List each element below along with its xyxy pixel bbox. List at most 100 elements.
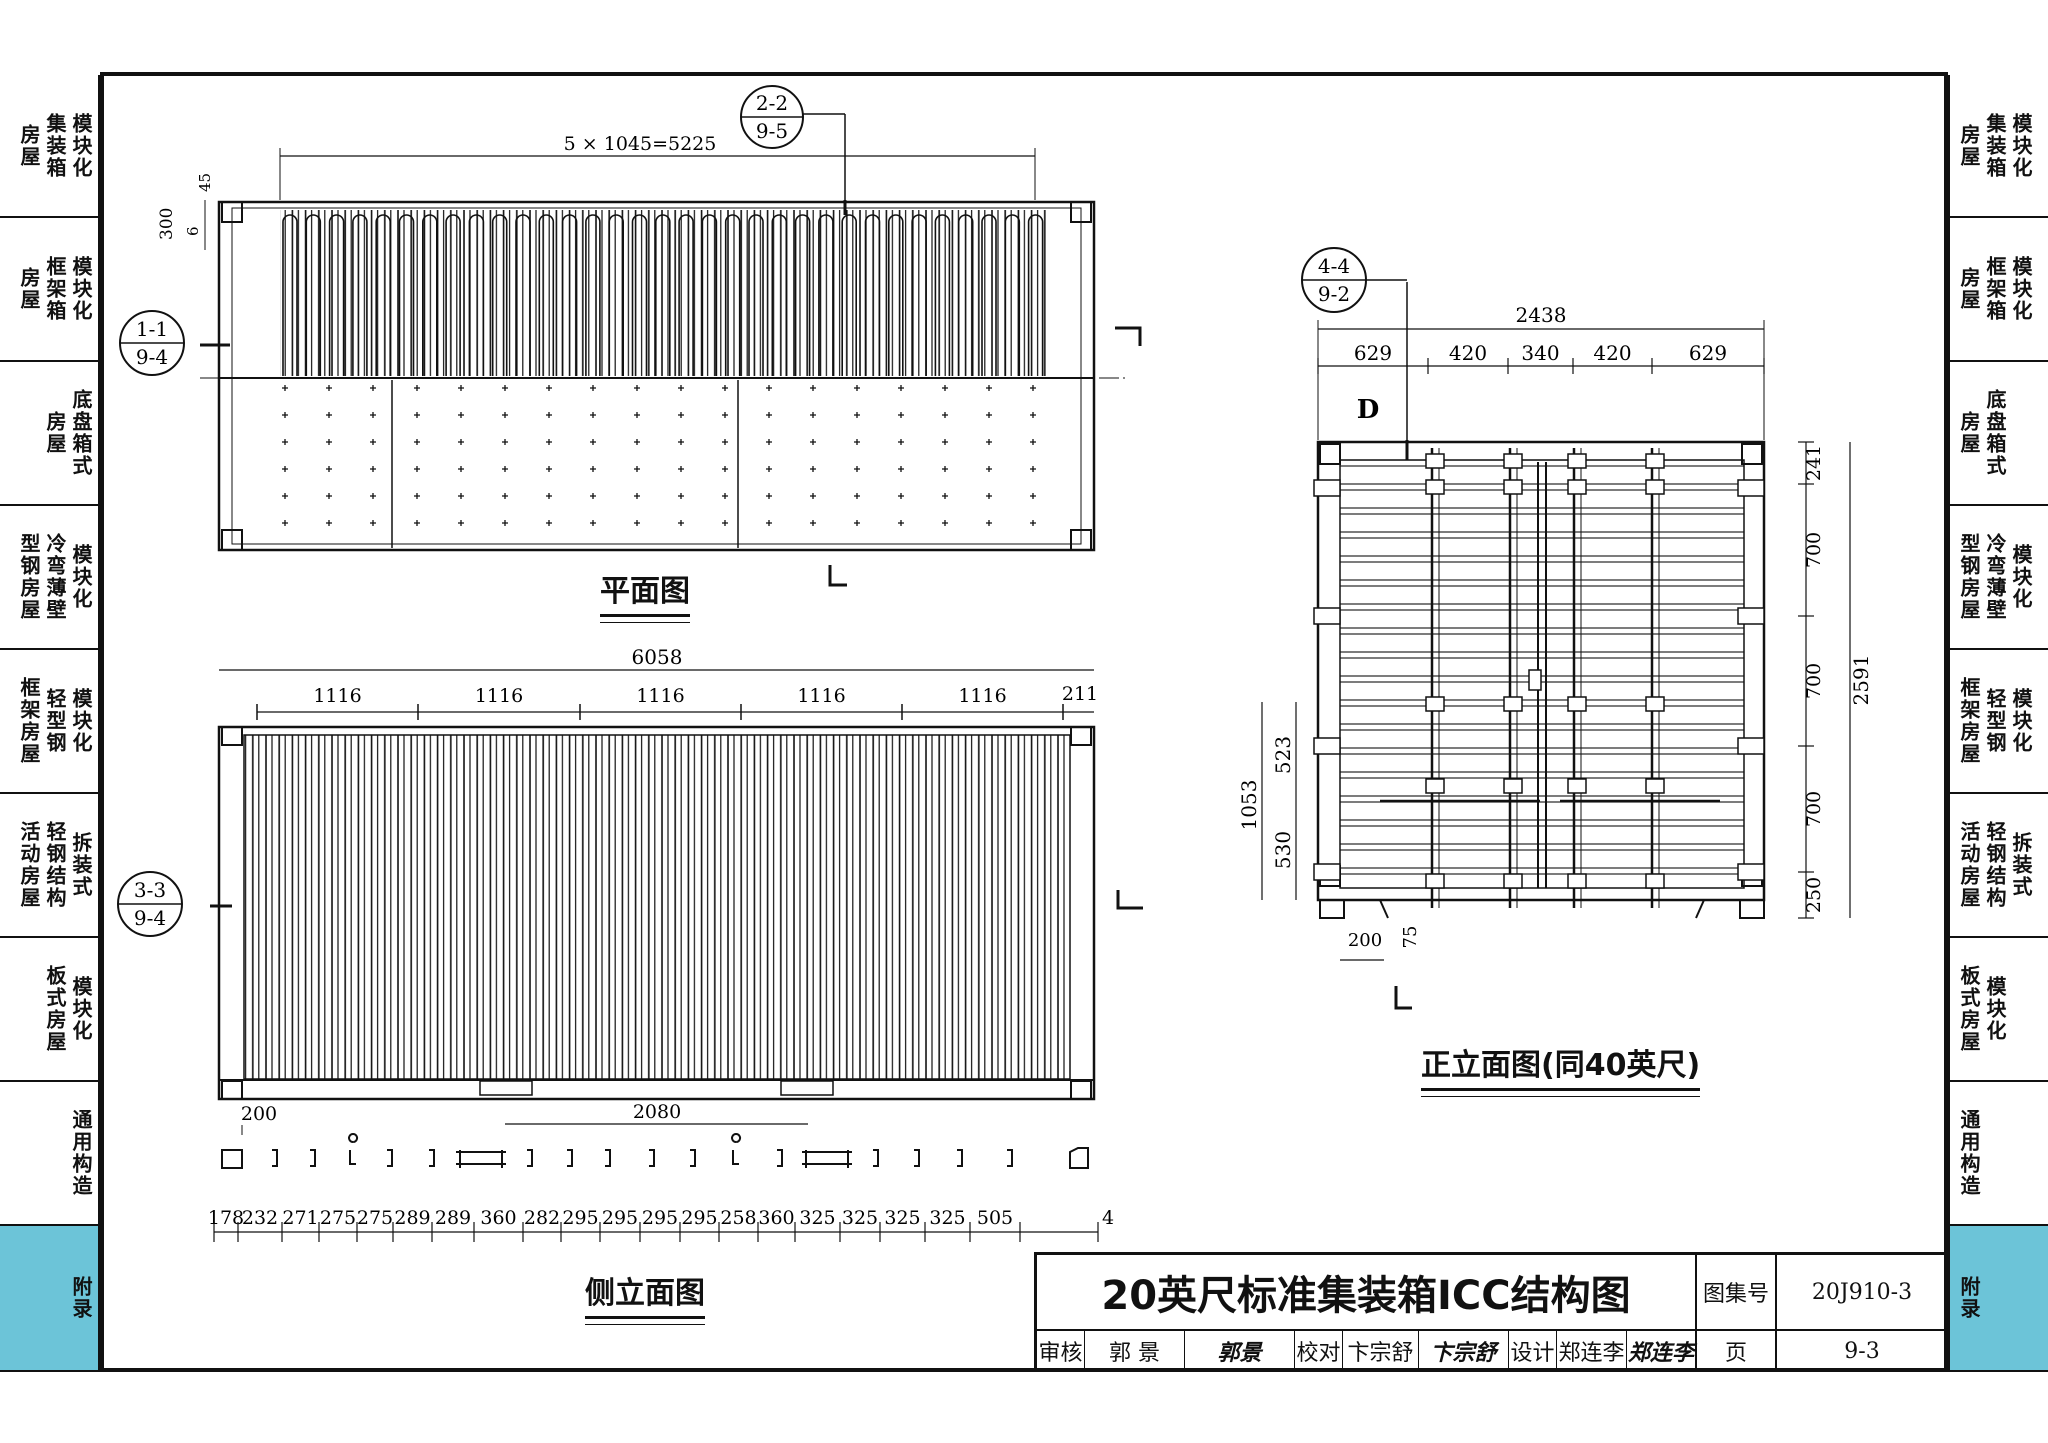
chapter-tab[interactable]: 模块化框架箱房屋 (0, 218, 100, 362)
roof-corrugation (515, 214, 531, 376)
front-dim-200: 200 (1348, 930, 1382, 951)
chapter-tab[interactable]: 模块化轻型钢框架房屋 (0, 650, 100, 794)
bar-bracket (1645, 479, 1665, 495)
review-label: 审核 (1037, 1331, 1085, 1371)
design-signature: 郑连李 (1627, 1331, 1697, 1371)
side-dim-2080: 2080 (633, 1101, 681, 1123)
roof-corrugation (911, 214, 927, 376)
section-4-4-top: 4-4 (1318, 254, 1350, 278)
fitting-mark (957, 1149, 963, 1167)
plan-view: 5 × 1045=5225 300 6 45 2-2 9-5 1-1 9-4 (119, 85, 1142, 587)
roof-corrugation (305, 214, 322, 376)
side-bottom-dim: 295 (681, 1207, 717, 1229)
chapter-tab-column: 集装箱 (1983, 112, 2007, 179)
check-signature: 卞宗舒 (1419, 1331, 1509, 1371)
fitting-mark (221, 1149, 243, 1169)
chapter-tab[interactable]: 通用构造 (1948, 1082, 2048, 1226)
roof-corrugation (491, 214, 508, 376)
chapter-tab[interactable]: 底盘箱式房屋 (1948, 362, 2048, 506)
fitting-mark (777, 1149, 783, 1167)
roof-corrugation (468, 214, 485, 376)
chapter-tab-column: 房屋 (1957, 411, 1981, 455)
fitting-mark (387, 1149, 393, 1167)
front-left-dim-1: 523 (1271, 736, 1295, 774)
front-height-dim: 2591 (1849, 655, 1873, 706)
chapter-tab-text: 通用构造 (69, 1082, 93, 1224)
section-1-1-bottom: 9-4 (136, 345, 168, 369)
fitting-mark (914, 1149, 920, 1167)
chapter-tab[interactable]: 通用构造 (0, 1082, 100, 1226)
chapter-tab[interactable]: 模块化集装箱房屋 (1948, 75, 2048, 218)
chapter-tab[interactable]: 模块化板式房屋 (0, 938, 100, 1082)
fitting-mark (567, 1149, 573, 1167)
chapter-tab-text: 模块化轻型钢框架房屋 (1957, 650, 2033, 792)
chapter-tab-column: 底盘箱式 (1983, 389, 2007, 477)
chapter-tab[interactable]: 模块化板式房屋 (1948, 938, 2048, 1082)
chapter-tab[interactable]: 模块化框架箱房屋 (1948, 218, 2048, 362)
chapter-tab-text: 模块化框架箱房屋 (17, 218, 93, 360)
chapter-tab-column: 房屋 (43, 411, 67, 455)
chapter-tab[interactable]: 底盘箱式房屋 (0, 362, 100, 506)
chapter-tab-column: 模块化 (69, 544, 93, 610)
check-label: 校对 (1295, 1331, 1343, 1371)
plan-dim-300: 300 (157, 208, 177, 240)
side-bottom-dim: 232 (242, 1207, 278, 1229)
front-right-dim: 700 (1803, 663, 1825, 699)
roof-corrugation (981, 214, 997, 376)
front-right-dim: 700 (1803, 791, 1825, 827)
front-dim-75: 75 (1400, 926, 1421, 949)
front-top-dim: 420 (1593, 341, 1631, 365)
atlas-label: 图集号 (1697, 1255, 1777, 1331)
chapter-tab-text: 模块化板式房屋 (1957, 938, 2007, 1080)
bar-bracket (1645, 453, 1665, 469)
roof-corrugation (445, 214, 461, 376)
bar-bracket (1425, 778, 1445, 794)
roof-corrugation (655, 214, 671, 376)
chapter-tab[interactable]: 模块化冷弯薄壁型钢房屋 (0, 506, 100, 650)
check-name: 卞宗舒 (1343, 1331, 1419, 1371)
fitting-mark (605, 1149, 611, 1167)
chapter-tab[interactable]: 模块化轻型钢框架房屋 (1948, 650, 2048, 794)
chapter-tab[interactable]: 附录 (1948, 1226, 2048, 1372)
chapter-tab-column: 模块化 (2009, 256, 2033, 322)
chapter-tab[interactable]: 模块化冷弯薄壁型钢房屋 (1948, 506, 2048, 650)
front-top-dim: 420 (1449, 341, 1487, 365)
chapter-tab[interactable]: 附录 (0, 1226, 100, 1372)
roof-corrugation (398, 214, 415, 376)
chapter-tab-column: 房屋 (1957, 267, 1981, 311)
bar-bracket (1567, 479, 1587, 495)
chapter-tab-column: 模块化 (1983, 976, 2007, 1042)
chapter-tab-column: 型钢房屋 (17, 533, 41, 621)
side-bottom-dim: 325 (799, 1207, 835, 1229)
roof-corrugation (724, 214, 741, 376)
fitting-mark (802, 1150, 852, 1168)
side-bottom-dim: 295 (602, 1207, 638, 1229)
section-3-3-top: 3-3 (134, 878, 166, 902)
door-hinge (1737, 863, 1765, 881)
chapter-tab[interactable]: 模块化集装箱房屋 (0, 75, 100, 218)
roof-corrugation (888, 214, 904, 376)
chapter-tab[interactable]: 拆装式轻钢结构活动房屋 (0, 794, 100, 938)
chapter-tab-column: 活动房屋 (17, 821, 41, 909)
side-module-dim: 1116 (313, 685, 361, 707)
chapter-tab-text: 通用构造 (1957, 1082, 1981, 1224)
roof-corrugations (282, 214, 1044, 376)
side-bottom-dim: 325 (884, 1207, 920, 1229)
review-signature: 郭景 (1185, 1331, 1295, 1371)
chapter-tab-column: 模块化 (2009, 112, 2033, 179)
plan-dim-6: 6 (184, 226, 202, 236)
section-3-3-bottom: 9-4 (134, 906, 166, 930)
roof-corrugation (422, 214, 438, 376)
bar-bracket (1425, 873, 1445, 889)
bar-bracket (1645, 778, 1665, 794)
side-module-dim: 1116 (636, 685, 684, 707)
chapter-tab-column: 房屋 (17, 267, 41, 311)
chapter-tab-text: 模块化轻型钢框架房屋 (17, 650, 93, 792)
roof-corrugation (678, 214, 694, 376)
chapter-tab[interactable]: 拆装式轻钢结构活动房屋 (1948, 794, 2048, 938)
